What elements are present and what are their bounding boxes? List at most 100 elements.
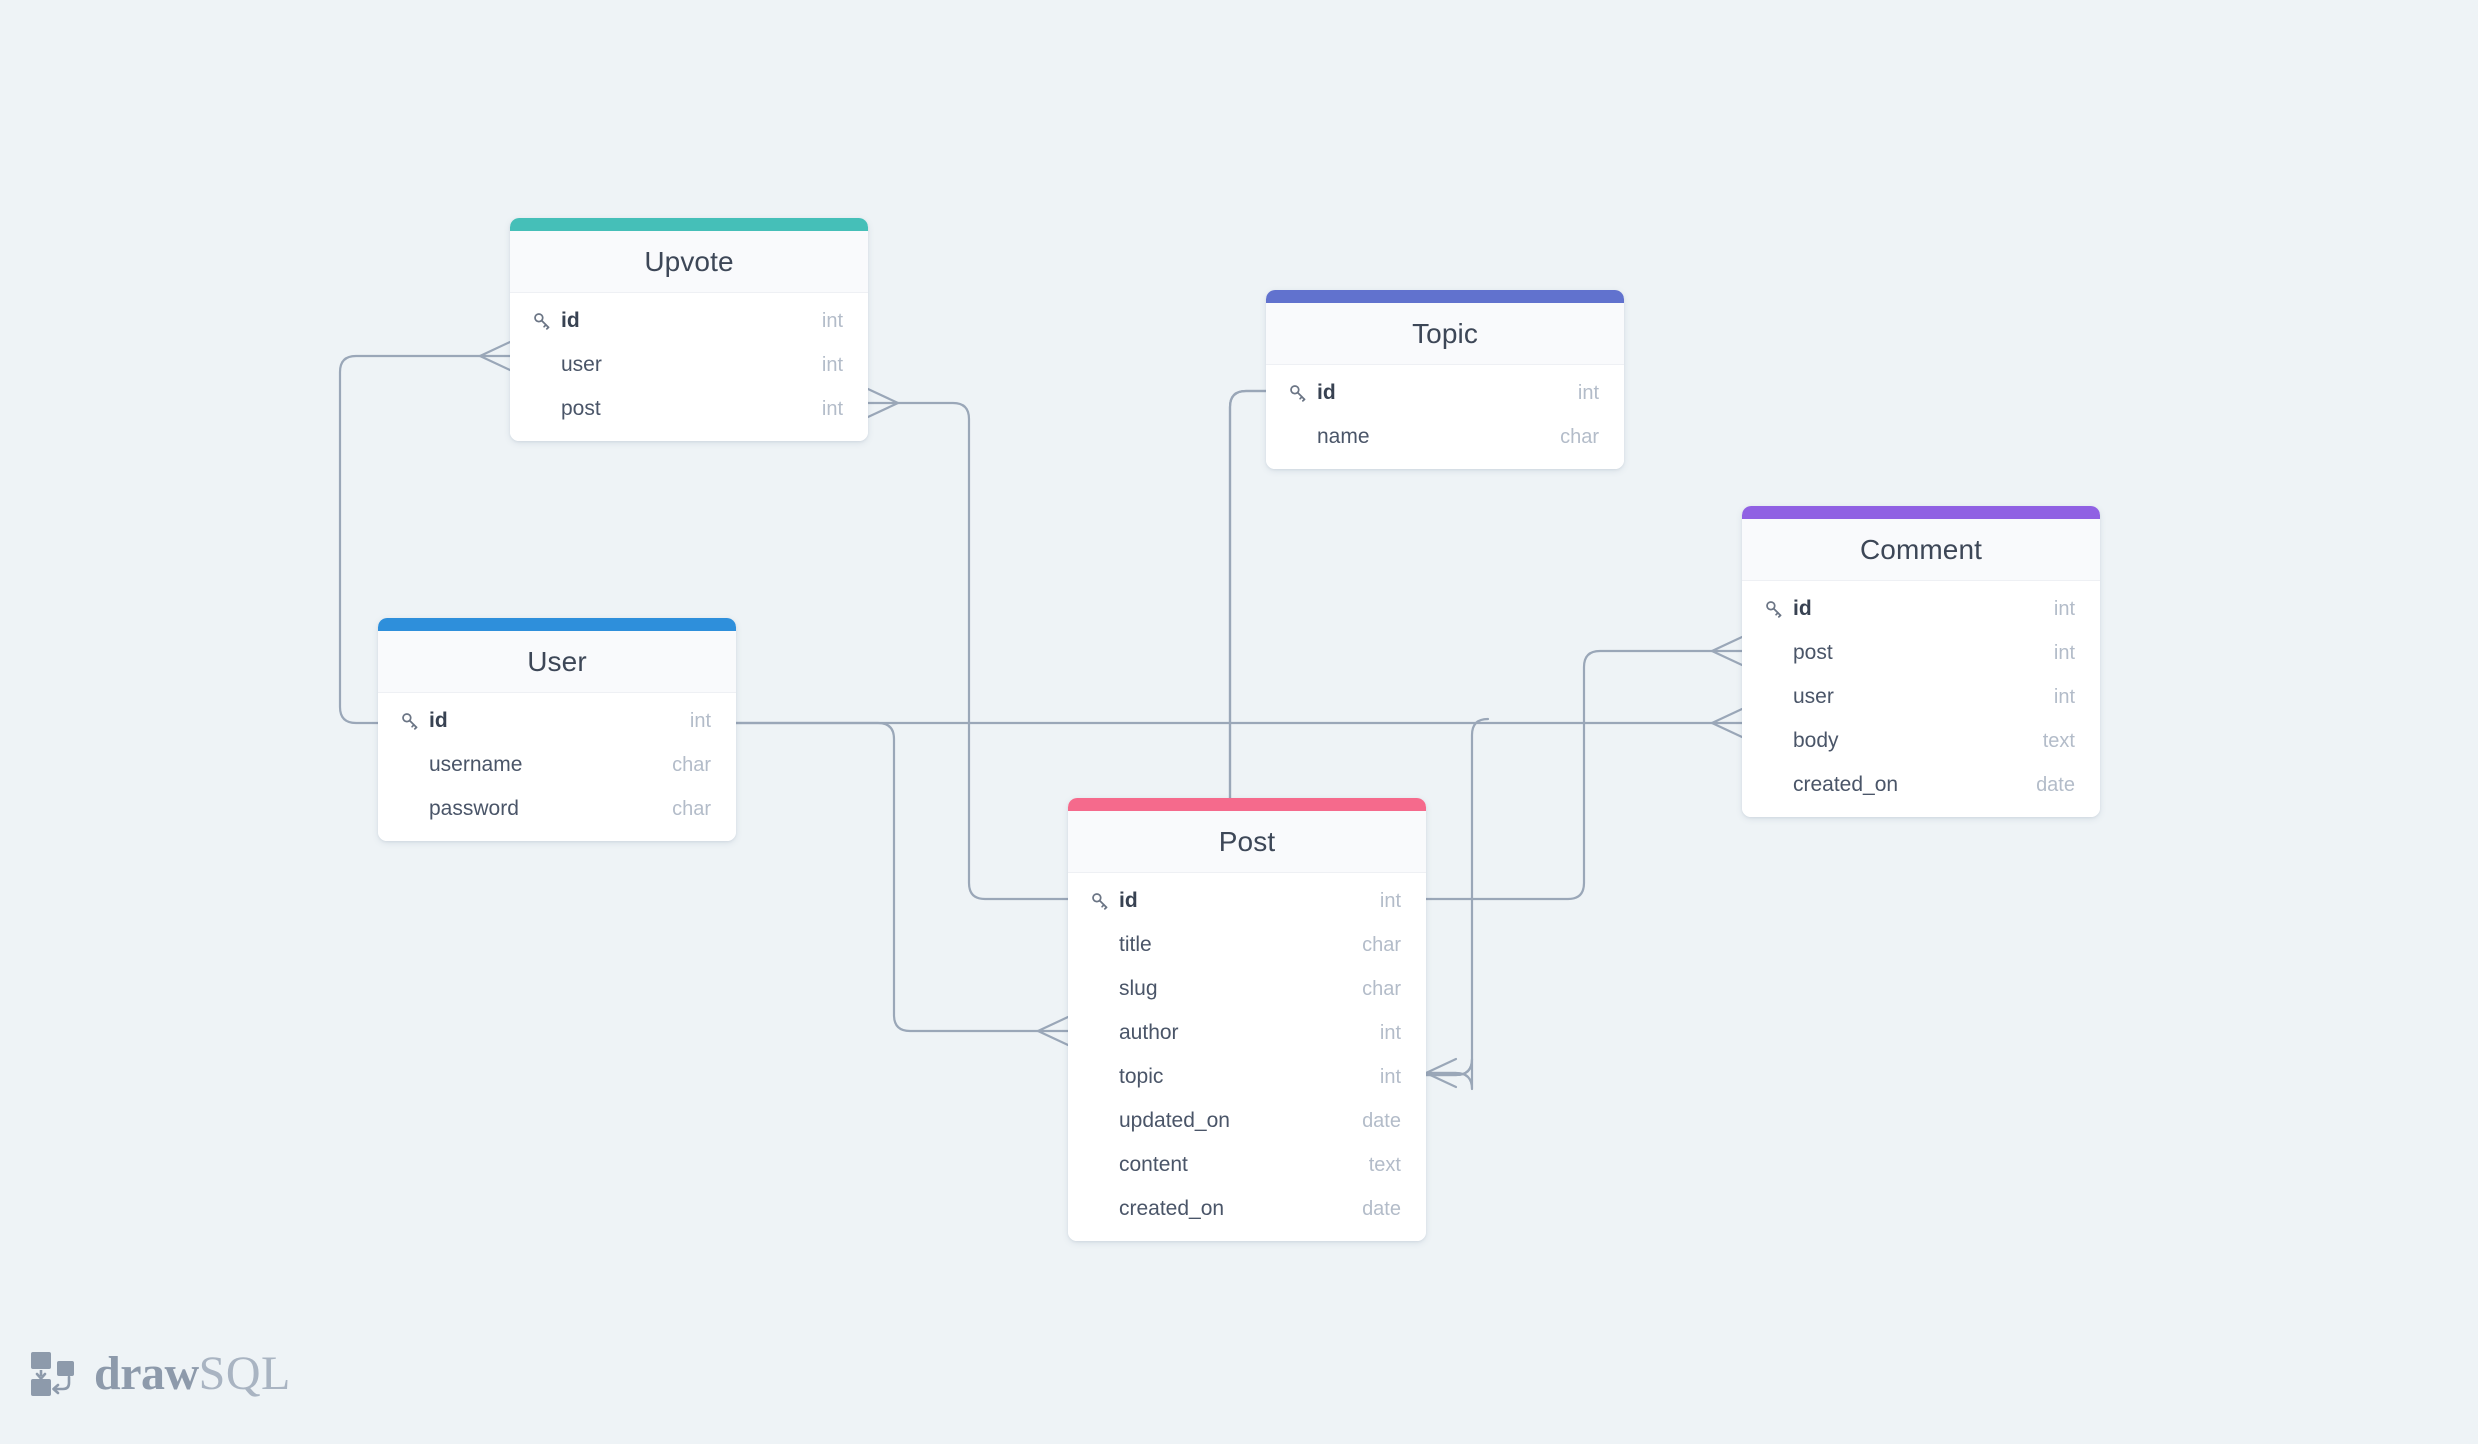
field-left: topic	[1090, 1065, 1366, 1089]
field-type: text	[1368, 1153, 1401, 1176]
field-left: name	[1288, 425, 1546, 449]
field-type: int	[1379, 1021, 1401, 1044]
field-left: id	[1288, 381, 1564, 405]
field-row[interactable]: body text	[1742, 719, 2100, 763]
field-name: name	[1317, 425, 1370, 448]
field-name: content	[1119, 1153, 1188, 1176]
field-type: char	[1362, 933, 1401, 956]
field-row[interactable]: slug char	[1068, 967, 1426, 1011]
field-row[interactable]: id int	[510, 299, 868, 343]
table-accent-bar	[1266, 290, 1624, 303]
field-name: id	[1317, 381, 1336, 404]
edge-post-to-comment-post	[1424, 649, 1714, 901]
field-left: slug	[1090, 977, 1348, 1001]
field-row[interactable]: author int	[1068, 1011, 1426, 1055]
field-left: post	[1764, 641, 2040, 665]
field-left: user	[532, 353, 808, 377]
table-accent-bar	[1742, 506, 2100, 519]
edge-user-to-post-author	[734, 721, 1040, 1033]
field-left: created_on	[1090, 1197, 1348, 1221]
field-type: date	[1362, 1197, 1401, 1220]
field-type: int	[1379, 889, 1401, 912]
edge-post-to-upvote-post	[896, 401, 1070, 901]
field-type: int	[2053, 685, 2075, 708]
field-name: id	[561, 309, 580, 332]
logo-text-draw: draw	[94, 1347, 199, 1400]
field-row[interactable]: user int	[1742, 675, 2100, 719]
field-row[interactable]: username char	[378, 743, 736, 787]
field-type: int	[689, 709, 711, 732]
table-title: User	[378, 631, 736, 693]
field-name: user	[561, 353, 602, 376]
field-name: topic	[1119, 1065, 1164, 1088]
field-left: id	[400, 709, 676, 733]
field-name: id	[429, 709, 448, 732]
field-type: int	[2053, 597, 2075, 620]
table-title: Post	[1068, 811, 1426, 873]
field-row[interactable]: post int	[1742, 631, 2100, 675]
crowsfoot-comment-post	[1710, 635, 1744, 667]
field-name: updated_on	[1119, 1109, 1230, 1132]
field-left: body	[1764, 729, 2029, 753]
field-type: int	[2053, 641, 2075, 664]
field-name: post	[561, 397, 601, 420]
key-icon	[532, 310, 561, 332]
field-left: user	[1764, 685, 2040, 709]
field-type: date	[2036, 773, 2075, 796]
field-type: int	[821, 309, 843, 332]
table-accent-bar	[510, 218, 868, 231]
field-left: author	[1090, 1021, 1366, 1045]
field-left: id	[1090, 889, 1366, 913]
field-name: title	[1119, 933, 1152, 956]
key-icon	[400, 710, 429, 732]
table-title: Topic	[1266, 303, 1624, 365]
field-left: id	[532, 309, 808, 333]
field-name: slug	[1119, 977, 1158, 1000]
field-type: text	[2042, 729, 2075, 752]
field-type: char	[672, 753, 711, 776]
field-name: username	[429, 753, 523, 776]
table-title: Comment	[1742, 519, 2100, 581]
drawsql-logo-icon	[31, 1352, 74, 1396]
drawsql-logo[interactable]: draw SQL	[28, 1350, 291, 1398]
field-row[interactable]: id int	[378, 699, 736, 743]
field-type: char	[1362, 977, 1401, 1000]
field-name: created_on	[1119, 1197, 1225, 1220]
crowsfoot-upvote-post	[866, 387, 900, 419]
table-title: Upvote	[510, 231, 868, 293]
field-name: user	[1793, 685, 1834, 708]
field-left: username	[400, 753, 658, 777]
field-type: int	[1379, 1065, 1401, 1088]
field-left: content	[1090, 1153, 1355, 1177]
field-left: id	[1764, 597, 2040, 621]
logo-text-sql: SQL	[198, 1347, 291, 1400]
crowsfoot-post-author	[1036, 1015, 1070, 1047]
field-row[interactable]: created_on date	[1068, 1187, 1426, 1231]
crowsfoot-comment-user	[1710, 707, 1744, 739]
field-name: post	[1793, 641, 1833, 664]
field-row[interactable]: topic int	[1068, 1055, 1426, 1099]
table-accent-bar	[1068, 798, 1426, 811]
field-row[interactable]: content text	[1068, 1143, 1426, 1187]
field-row[interactable]: title char	[1068, 923, 1426, 967]
field-left: post	[532, 397, 808, 421]
